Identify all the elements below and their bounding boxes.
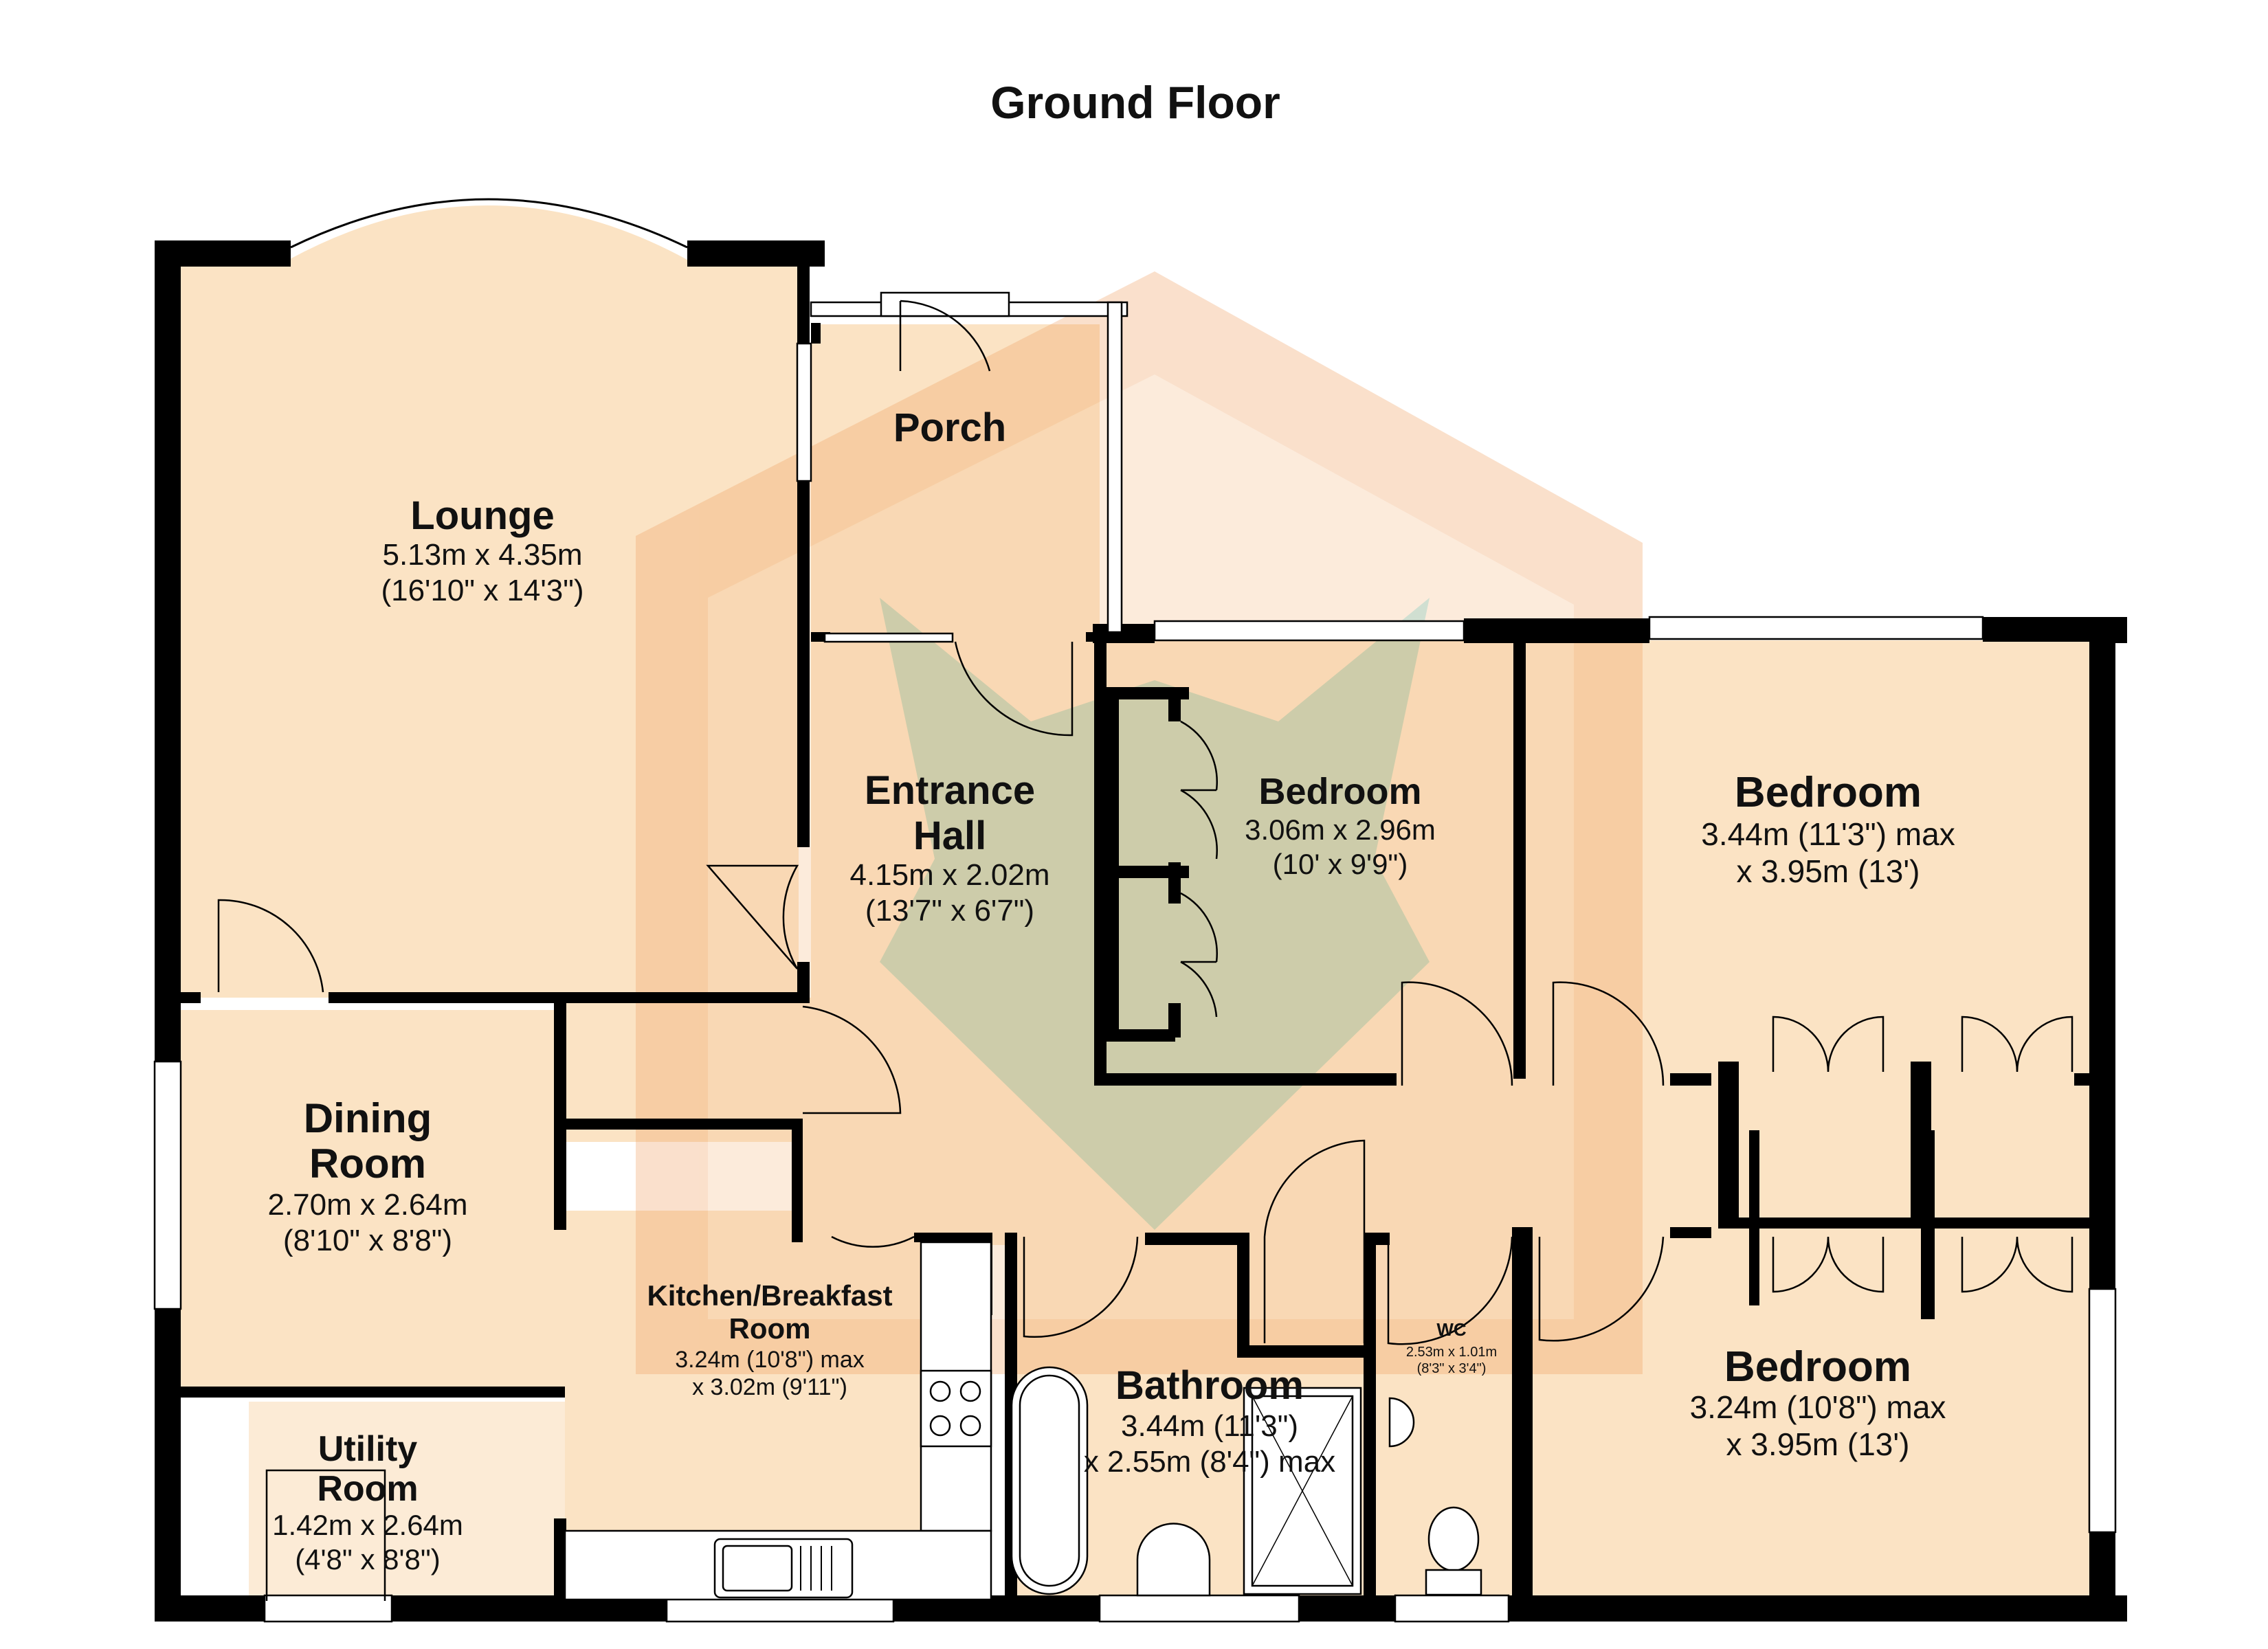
hall-dim2: (13'7" x 6'7") (865, 894, 1034, 928)
bedroom3-name: Bedroom (1724, 1343, 1911, 1391)
bedroom1-dim2: (10' x 9'9") (1273, 848, 1408, 880)
porch-window-frame (880, 291, 1010, 317)
kitchen-hall-door (831, 1235, 915, 1248)
bedroom3-window (2088, 1288, 2117, 1534)
kitchen-name2: Room (729, 1312, 811, 1345)
utility-store (180, 1402, 249, 1601)
hall-front-door (954, 641, 1074, 737)
utility-name1: Utility (318, 1429, 418, 1469)
bedroom2-wardrobe-doors-1 (1772, 1016, 1885, 1073)
bedroom3-door (1538, 1236, 1665, 1342)
bedroom2-dim2: x 3.95m (13') (1737, 853, 1920, 889)
dining-dim2: (8'10" x 8'8") (283, 1224, 452, 1257)
bathroom-fixtures (1010, 1366, 1482, 1597)
dining-name2: Room (309, 1141, 426, 1187)
lounge-dim2: (16'10" x 14'3") (381, 574, 583, 607)
walls (155, 240, 2127, 1622)
bedroom2-wardrobe-doors-2 (1961, 1016, 2074, 1073)
bath-inner-icon (1019, 1374, 1080, 1587)
dining-door (217, 899, 324, 993)
bathroom-basin-icon (1136, 1523, 1211, 1597)
hob (920, 1369, 992, 1448)
dining-dim1: 2.70m x 2.64m (267, 1188, 467, 1222)
watermark-shield (636, 271, 1643, 1374)
dining-floor (180, 1010, 565, 1388)
bedroom2-floor (1526, 640, 2096, 1231)
hob-ring-icon (959, 1380, 981, 1402)
hob-ring-icon (929, 1415, 951, 1437)
kitchen-door (802, 1005, 902, 1114)
lounge-name: Lounge (410, 493, 554, 538)
bedroom3-dim1: 3.24m (10'8") max (1690, 1389, 1946, 1425)
kitchen-dim2: x 3.02m (9'11") (692, 1374, 847, 1400)
kitchen-floor (565, 1010, 936, 1601)
wc-basin-icon (1388, 1397, 1415, 1448)
bedroom1-name: Bedroom (1258, 771, 1421, 812)
utility-door-frame (263, 1594, 393, 1623)
bathroom-door (1023, 1236, 1139, 1338)
lounge-bay-floor (289, 205, 687, 260)
bedroom2-door (1552, 981, 1665, 1086)
room-labels: Lounge 5.13m x 4.35m (16'10" x 14'3") Po… (267, 405, 1955, 1575)
kitchen-cupboard (565, 1142, 792, 1211)
bathroom-dim2: x 2.55m (8'4") max (1084, 1445, 1335, 1479)
porch-window-left (796, 342, 812, 482)
hob-ring-icon (929, 1380, 951, 1402)
porch-floor (811, 324, 1100, 640)
windows (153, 198, 2117, 1623)
toilet-icon (1427, 1506, 1480, 1572)
porch-hall-window (823, 632, 954, 643)
watermark-fox-icon (880, 598, 1430, 1230)
utility-name2: Room (317, 1469, 418, 1509)
hall-name1: Entrance (865, 768, 1035, 813)
kitchen-dim1: 3.24m (10'8") max (675, 1347, 865, 1373)
doors (217, 300, 2074, 1601)
lounge-door (706, 864, 799, 969)
bedroom1-wardrobe-doors-top (1180, 720, 1218, 860)
lounge-dim1: 5.13m x 4.35m (382, 538, 582, 572)
utility-dim1: 1.42m x 2.64m (272, 1509, 463, 1541)
bedroom1-door (1401, 981, 1513, 1086)
bedroom2-window (1648, 616, 1984, 640)
porch-window-right (1107, 301, 1123, 633)
bedroom1-dim1: 3.06m x 2.96m (1245, 814, 1436, 846)
floor-title: Ground Floor (990, 77, 1280, 128)
bathroom-name: Bathroom (1115, 1363, 1304, 1408)
hob-ring-icon (959, 1415, 981, 1437)
kitchen-name1: Kitchen/Breakfast (647, 1279, 892, 1312)
wc-name: WC (1436, 1319, 1467, 1340)
sink-bowl-icon (722, 1545, 793, 1592)
bedroom3-wardrobe-doors-1 (1772, 1236, 1885, 1293)
wc-window (1394, 1594, 1510, 1623)
bedroom1-wardrobe-doors-bottom (1180, 892, 1218, 1018)
bedroom3-dim2: x 3.95m (13') (1726, 1426, 1910, 1462)
bedroom3-floor (1526, 1231, 2096, 1602)
wc-dim2: (8'3" x 3'4") (1417, 1361, 1487, 1376)
dining-window (153, 1060, 182, 1310)
bathroom-dim1: 3.44m (11'3") (1121, 1409, 1298, 1443)
dining-name1: Dining (304, 1095, 432, 1141)
bedroom3-wardrobe-doors-2 (1961, 1236, 2074, 1293)
bedroom2-dim1: 3.44m (11'3") max (1701, 816, 1955, 852)
bathroom-door-2 (1263, 1139, 1366, 1343)
porch-name: Porch (893, 405, 1006, 450)
wc-dim1: 2.53m x 1.01m (1406, 1345, 1497, 1360)
bathroom-window (1098, 1594, 1300, 1623)
kitchen-units (564, 1241, 992, 1601)
utility-floor (249, 1402, 565, 1601)
hall-floor (811, 640, 1100, 1005)
lounge-bay-window (290, 198, 688, 249)
bedroom1-window (1153, 620, 1465, 642)
hall-name2: Hall (913, 814, 986, 858)
toilet-cistern-icon (1425, 1569, 1482, 1596)
lounge-floor (180, 260, 799, 998)
utility-door (265, 1469, 386, 1601)
bedroom2-name: Bedroom (1735, 769, 1922, 816)
hall-dim1: 4.15m x 2.02m (849, 858, 1049, 892)
utility-dim2: (4'8" x 8'8") (295, 1543, 441, 1575)
porch-door (899, 300, 991, 372)
wc-door (1387, 1236, 1513, 1345)
